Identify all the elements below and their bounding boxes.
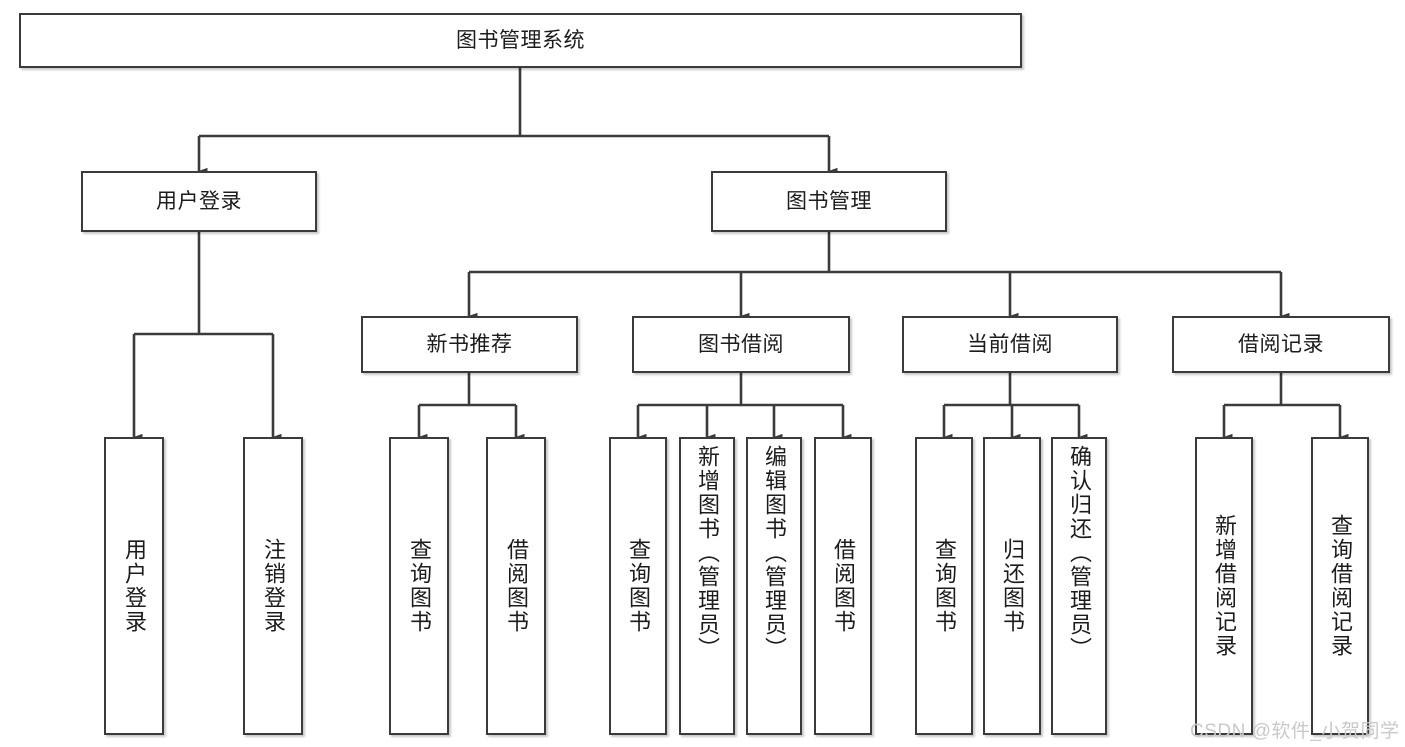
node-leaf-query-book-3[interactable]: 查询图书	[915, 437, 973, 735]
connector-lines	[132, 68, 1349, 441]
node-label: 新增借阅记录	[1212, 514, 1237, 658]
node-label: 用户登录	[156, 189, 242, 213]
node-label: 编辑图书（管理员）	[762, 445, 787, 661]
node-label: 查询图书	[932, 538, 957, 634]
node-leaf-add-record[interactable]: 新增借阅记录	[1195, 437, 1253, 735]
node-label: 归还图书	[1000, 538, 1025, 634]
node-leaf-return-book[interactable]: 归还图书	[983, 437, 1041, 735]
node-label: 借阅图书	[504, 538, 529, 634]
node-label: 新增图书（管理员）	[695, 445, 720, 661]
node-leaf-edit-book[interactable]: 编辑图书（管理员）	[746, 437, 802, 735]
node-leaf-query-book-2[interactable]: 查询图书	[609, 437, 667, 735]
node-user-login[interactable]: 用户登录	[81, 171, 317, 232]
watermark: CSDN @软件_小贺同学	[1190, 721, 1400, 742]
node-leaf-confirm-return[interactable]: 确认归还（管理员）	[1051, 437, 1107, 735]
node-label: 注销登录	[261, 538, 286, 634]
node-label: 查询图书	[626, 538, 651, 634]
node-borrow-record[interactable]: 借阅记录	[1172, 316, 1390, 373]
node-leaf-user-login[interactable]: 用户登录	[104, 437, 164, 735]
node-label: 借阅记录	[1238, 332, 1324, 356]
node-label: 查询图书	[407, 538, 432, 634]
node-leaf-borrow-book-2[interactable]: 借阅图书	[814, 437, 872, 735]
node-label: 查询借阅记录	[1328, 514, 1353, 658]
node-new-book-rec[interactable]: 新书推荐	[361, 316, 578, 373]
node-label: 确认归还（管理员）	[1067, 445, 1092, 661]
node-leaf-add-book[interactable]: 新增图书（管理员）	[679, 437, 735, 735]
node-label: 新书推荐	[426, 332, 513, 356]
node-book-borrow[interactable]: 图书借阅	[632, 316, 850, 373]
node-label: 图书借阅	[698, 332, 784, 356]
node-leaf-user-logout[interactable]: 注销登录	[243, 437, 303, 735]
node-leaf-borrow-book-1[interactable]: 借阅图书	[486, 437, 546, 735]
node-root[interactable]: 图书管理系统	[19, 13, 1022, 68]
node-book-manage[interactable]: 图书管理	[711, 171, 947, 232]
node-leaf-query-record[interactable]: 查询借阅记录	[1311, 437, 1369, 735]
node-label: 用户登录	[122, 538, 147, 634]
node-label: 图书管理	[786, 189, 872, 213]
node-label: 图书管理系统	[456, 28, 585, 52]
node-label: 当前借阅	[967, 332, 1053, 356]
node-current-borrow[interactable]: 当前借阅	[902, 316, 1118, 373]
node-leaf-query-book-1[interactable]: 查询图书	[389, 437, 449, 735]
node-label: 借阅图书	[831, 538, 856, 634]
